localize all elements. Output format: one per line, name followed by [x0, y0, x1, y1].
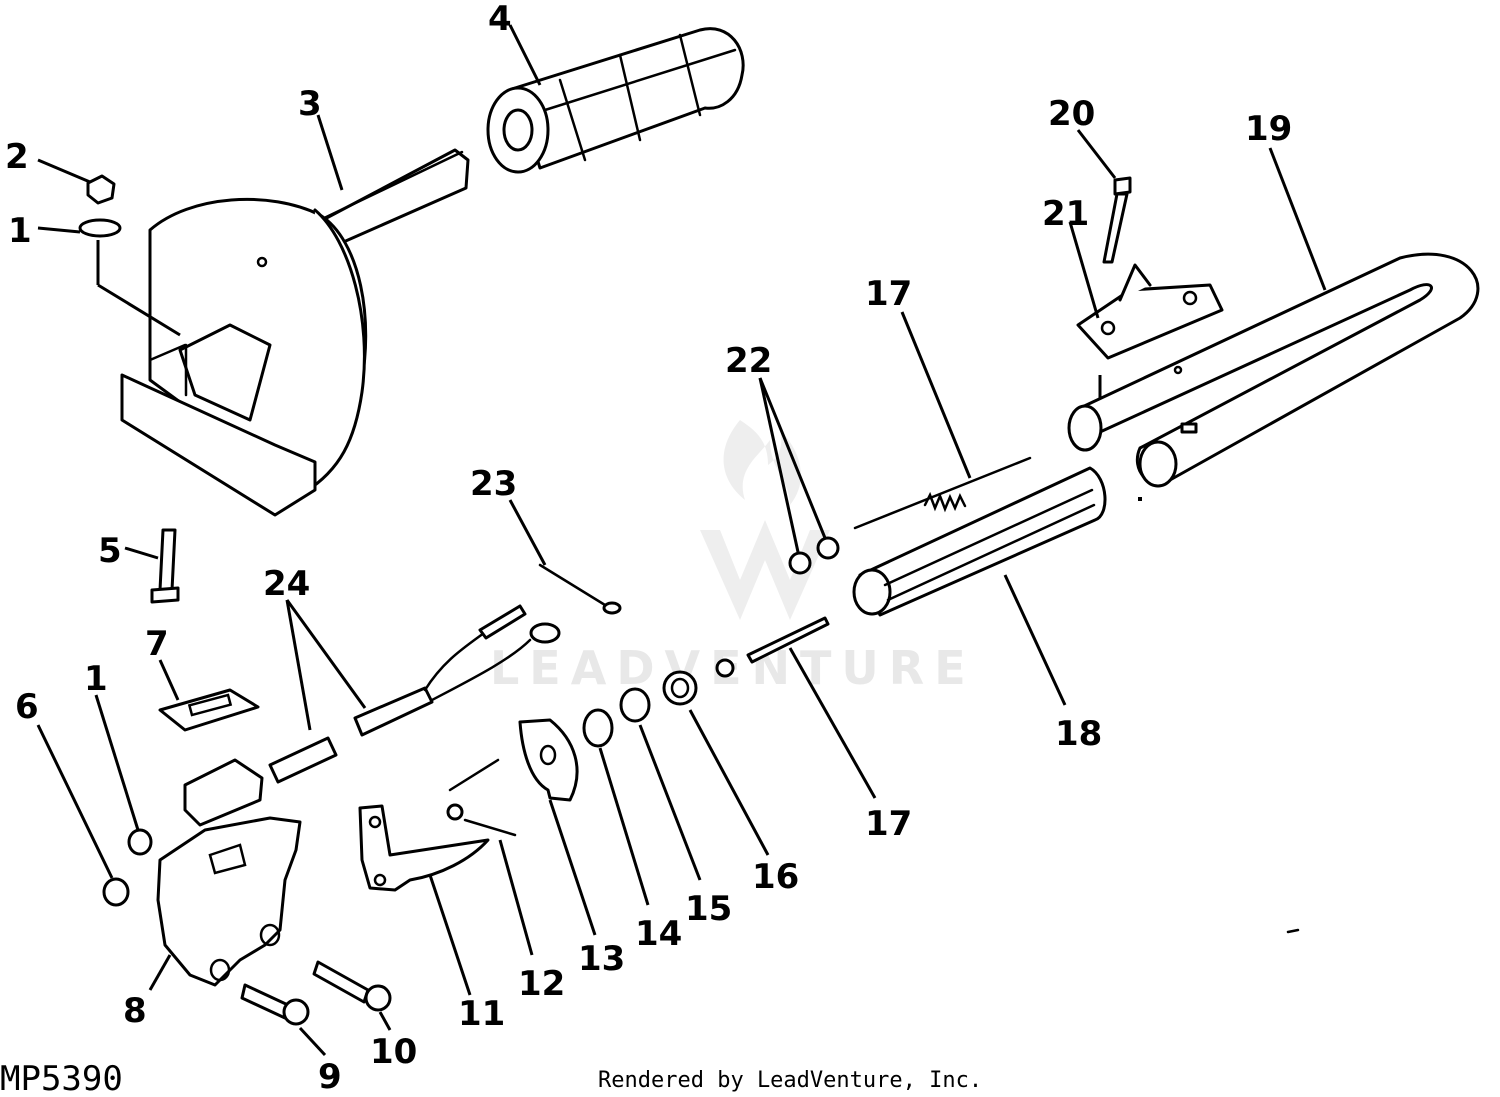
callout-22: 22: [725, 341, 772, 381]
callout-17: 17: [865, 274, 912, 314]
washer-15-icon: [619, 687, 651, 723]
nut-22b-icon: [816, 536, 840, 560]
nut-22a-icon: [788, 551, 812, 575]
callout-24: 24: [263, 564, 310, 604]
wire-tie-icon: [538, 563, 607, 607]
callout-11: 11: [458, 994, 505, 1034]
callout-7: 7: [145, 624, 169, 664]
callout-4: 4: [488, 0, 512, 39]
callout-labels: 1 2 3 4 5 6 7 8 9 10 1 11 12 13 14 15 16…: [5, 0, 1292, 1097]
disc-assembly: [120, 148, 470, 517]
nut-icon: [86, 174, 116, 205]
nut-6-icon: [102, 877, 130, 907]
callout-21: 21: [1042, 194, 1089, 234]
rod-spring: [853, 456, 1032, 530]
callout-16: 16: [752, 857, 799, 897]
handle-grip: [852, 466, 1107, 617]
callout-18: 18: [1055, 714, 1102, 754]
callout-23: 23: [470, 464, 517, 504]
callout-10: 10: [370, 1032, 417, 1072]
mount-bracket: [1076, 263, 1224, 360]
rod-pin-17: [715, 616, 830, 678]
u-tube-frame: [1067, 252, 1480, 488]
callout-2: 2: [5, 137, 29, 177]
bolt-9-icon: [240, 983, 290, 1020]
callout-17b: 17: [865, 804, 912, 844]
callout-15: 15: [685, 889, 732, 929]
latch-plate-icon: [518, 718, 579, 802]
callout-9: 9: [318, 1057, 342, 1097]
nut-1-icon: [127, 828, 153, 856]
bolt-5: [150, 528, 180, 604]
housing-8: [156, 816, 302, 987]
pin-12-icon: [446, 803, 464, 821]
washer-icon: [78, 218, 122, 238]
callout-1: 1: [8, 211, 32, 251]
wire-harness: [183, 604, 561, 827]
callout-14: 14: [635, 914, 682, 954]
callout-1b: 1: [84, 659, 108, 699]
bolt-10-icon: [312, 960, 370, 1004]
callout-19: 19: [1245, 109, 1292, 149]
callout-13: 13: [578, 939, 625, 979]
bushing-16-icon: [662, 670, 698, 706]
callout-12: 12: [518, 964, 565, 1004]
callout-8: 8: [123, 991, 147, 1031]
callout-5: 5: [98, 531, 122, 571]
roller-grip: [486, 27, 745, 174]
callout-20: 20: [1048, 94, 1095, 134]
leader-lines: [36, 24, 1327, 1057]
leadventure-watermark: LEADVENTURE: [490, 420, 966, 695]
callout-6: 6: [15, 687, 39, 727]
lever-11: [358, 804, 490, 892]
callout-3: 3: [298, 84, 322, 124]
spring-icon: [582, 708, 614, 748]
credit-line: Rendered by LeadVenture, Inc.: [598, 1068, 982, 1093]
drawing-id: MP5390: [0, 1059, 123, 1097]
bolt-20: [1102, 176, 1132, 264]
